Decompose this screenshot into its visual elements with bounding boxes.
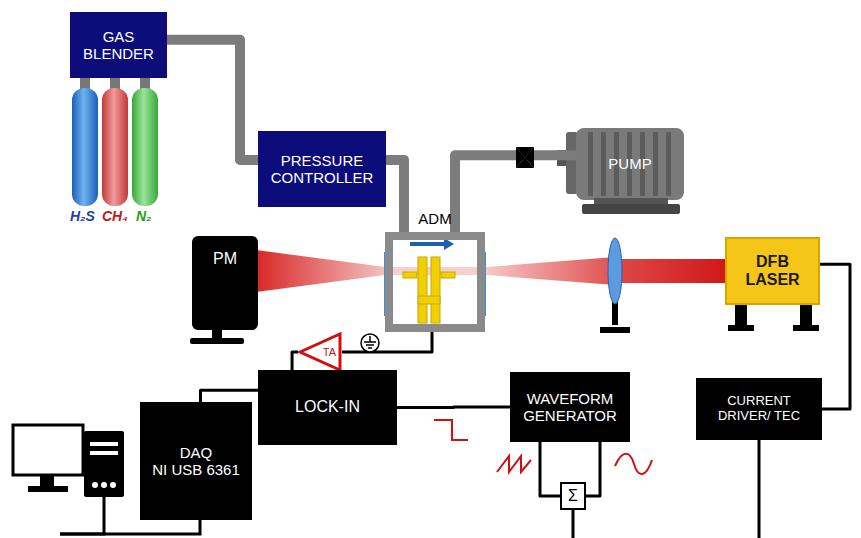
pump-rib	[666, 132, 671, 196]
signal-wire	[292, 352, 298, 370]
laser-beam	[256, 250, 727, 292]
process-box: GAS BLENDER	[70, 12, 167, 78]
amplifier-triangle: TA	[298, 332, 342, 372]
laser-box: DFB LASER	[725, 237, 820, 305]
focusing-lens	[600, 238, 630, 333]
pump-rib	[653, 132, 658, 196]
node-label: WAVEFORM GENERATOR	[514, 390, 626, 425]
node-label: CURRENT DRIVER/ TEC	[700, 394, 818, 424]
process-box: CURRENT DRIVER/ TEC	[696, 378, 822, 440]
summing-box: Σ	[560, 482, 586, 510]
node-label: PUMP	[608, 155, 651, 172]
amplifier-triangle	[300, 334, 340, 370]
signal-wire	[586, 442, 600, 496]
node-label: LOCK-IN	[295, 398, 360, 416]
pump-rib	[588, 132, 593, 196]
laser-mount	[728, 303, 819, 331]
valve-symbol	[516, 147, 534, 168]
ground-symbol	[361, 334, 379, 352]
node-label: PRESSURE CONTROLLER	[262, 152, 382, 187]
node-label: TA	[323, 346, 336, 359]
node-label: GAS BLENDER	[74, 28, 163, 63]
signal-wire	[397, 406, 510, 410]
pump-rib	[601, 132, 606, 196]
gas-label: H₂S	[70, 208, 95, 224]
pump-motor	[557, 128, 684, 214]
node-label: Σ	[568, 487, 578, 505]
process-box: WAVEFORM GENERATOR	[510, 372, 630, 442]
gas-cylinders	[72, 77, 158, 206]
node-label: PM	[213, 250, 237, 268]
node-heading: ADM	[418, 210, 451, 227]
process-box: DAQNI USB 6361	[140, 402, 252, 520]
gas-pipe	[167, 40, 258, 160]
adm-cell: ADM	[385, 232, 485, 332]
adm-interior	[384, 238, 486, 323]
gas-label: N₂	[136, 208, 151, 224]
signal-wire	[200, 390, 258, 402]
node-label: DFB LASER	[731, 253, 814, 290]
signal-wire	[540, 442, 560, 496]
pump-body: PUMP	[576, 128, 684, 200]
gas-pipe	[386, 160, 404, 232]
signal-wire	[820, 264, 850, 409]
power-meter-stand	[190, 328, 244, 344]
signal-wire	[342, 332, 432, 352]
computer	[13, 425, 124, 497]
process-box: LOCK-IN	[258, 370, 397, 445]
power-meter: PM	[192, 236, 258, 330]
node-label: DAQ	[180, 444, 213, 461]
gas-pipe	[455, 155, 576, 232]
process-box: PRESSURE CONTROLLER	[258, 131, 386, 207]
node-label: NI USB 6361	[152, 461, 240, 478]
gas-label: CH₄	[102, 208, 128, 224]
